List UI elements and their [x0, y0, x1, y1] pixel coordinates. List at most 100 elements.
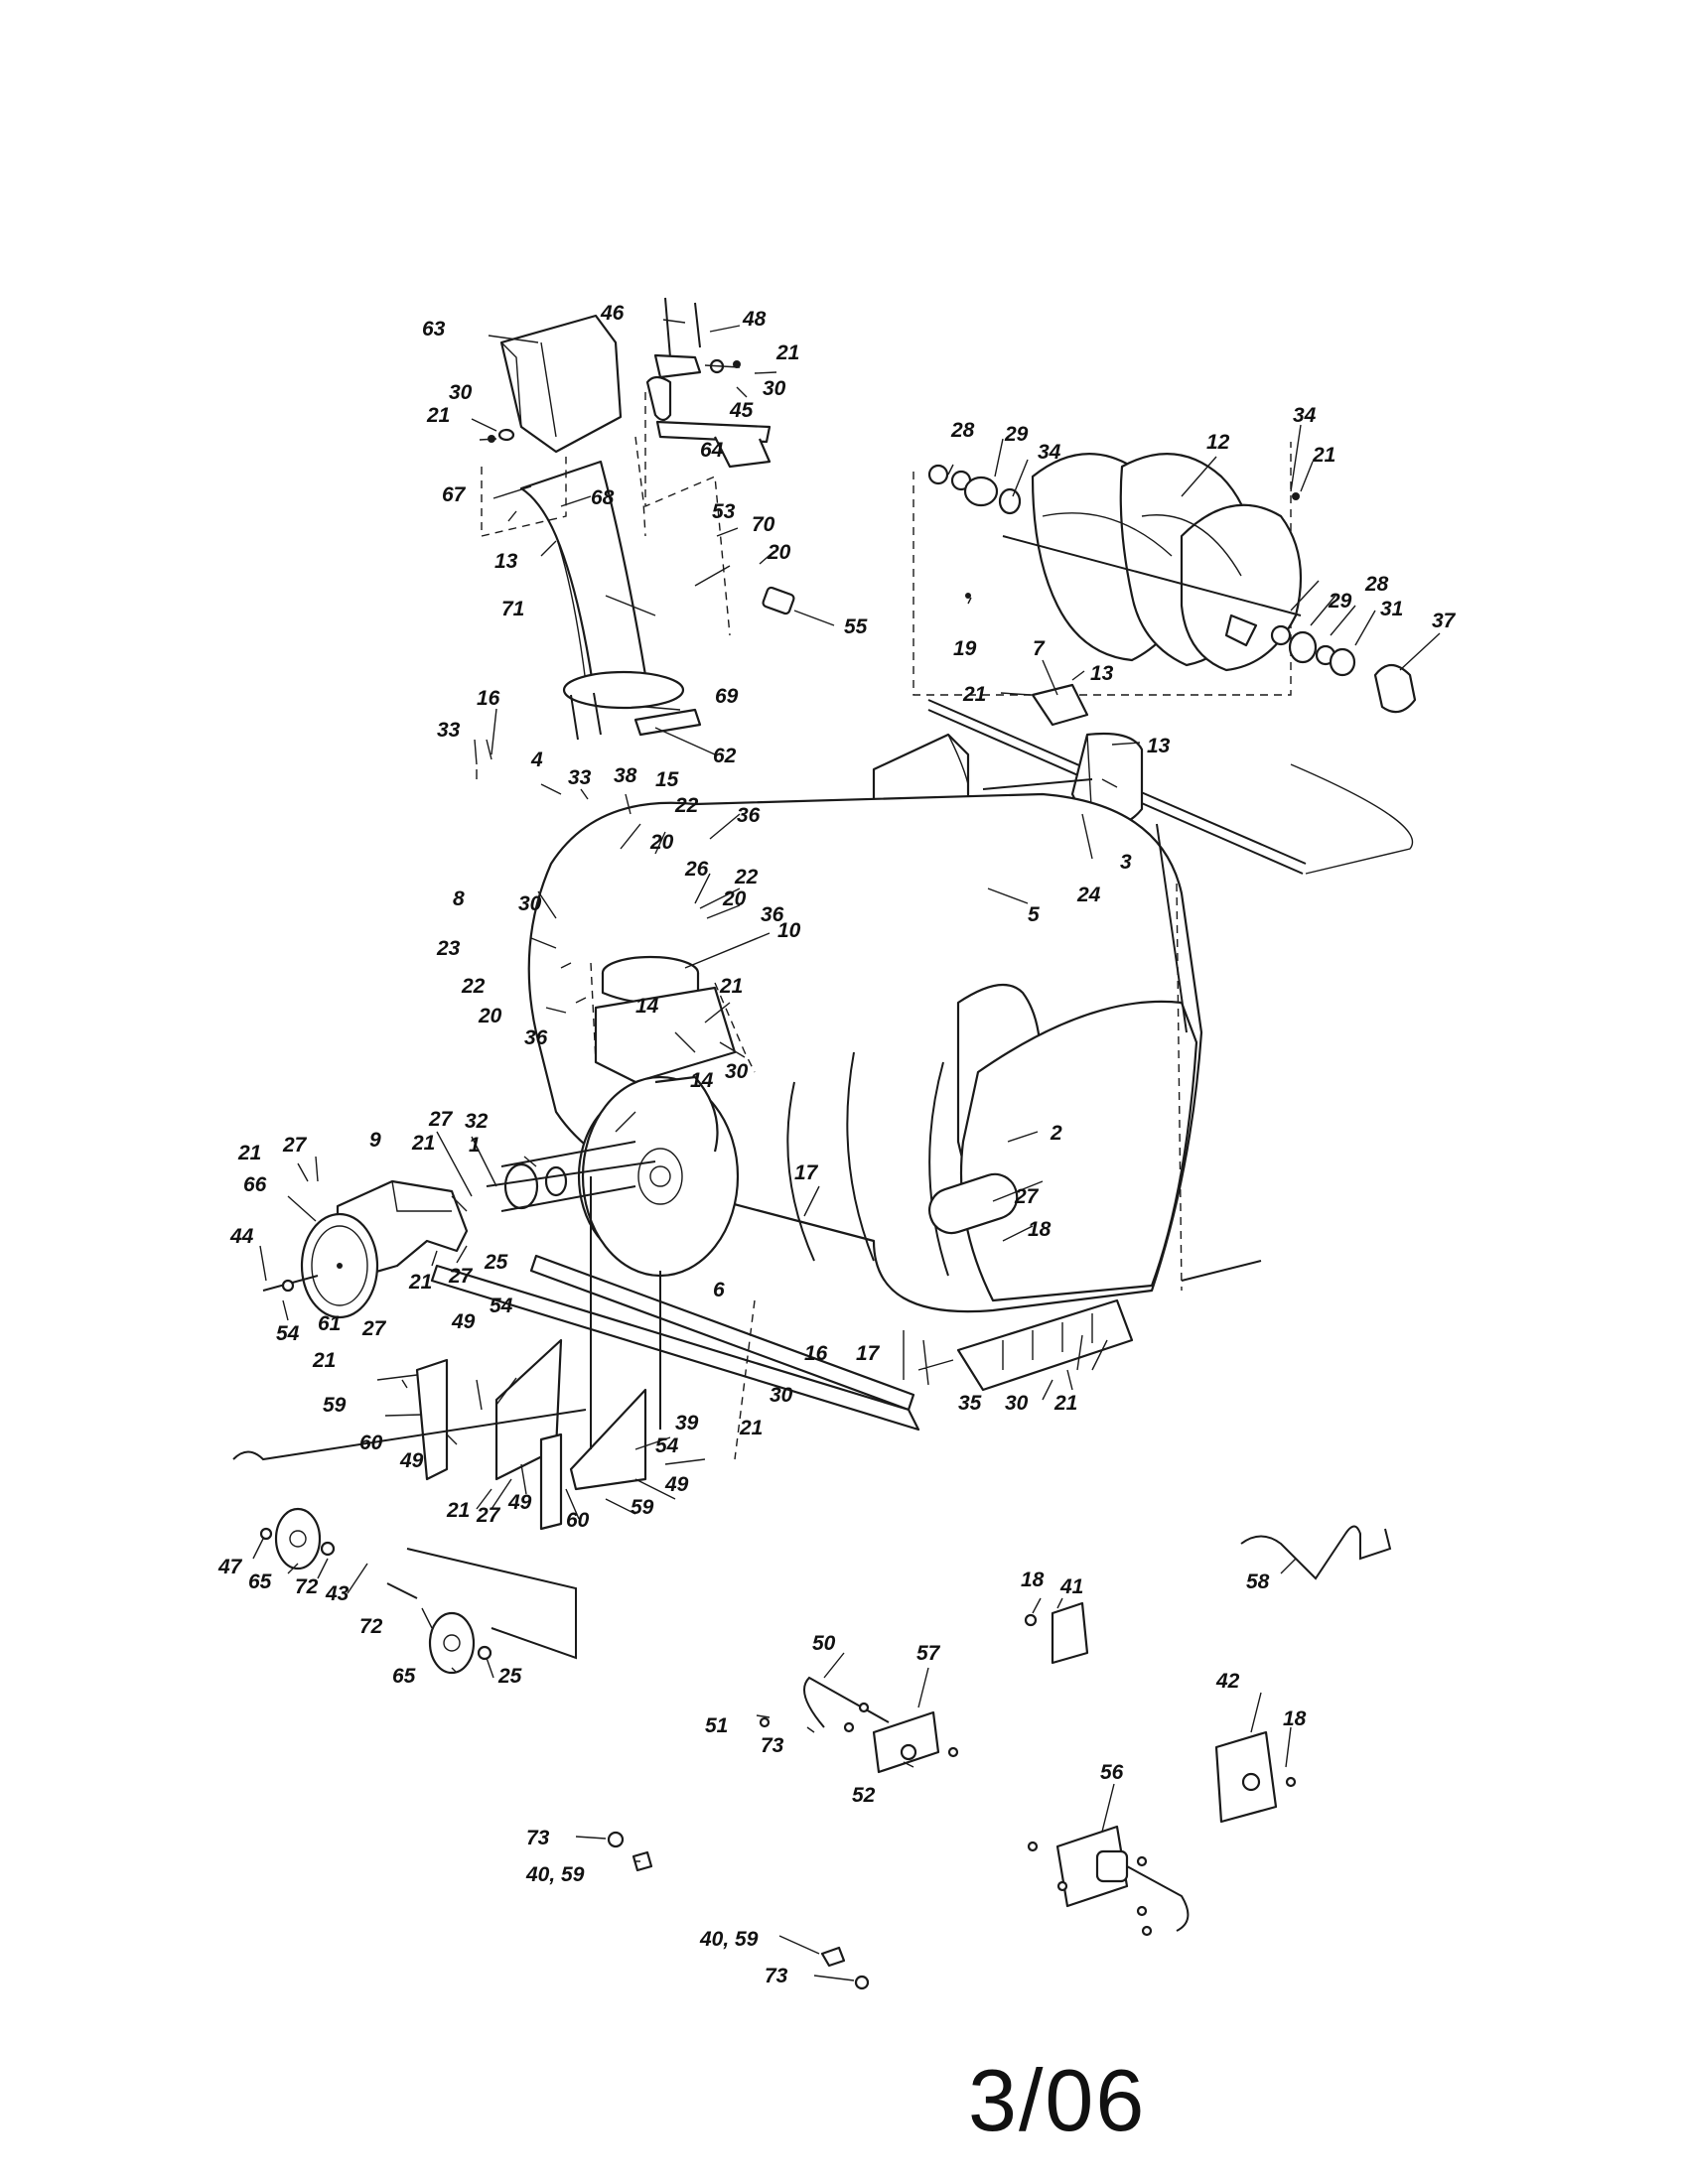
callout-48: 48 [742, 308, 767, 331]
callout-17: 17 [794, 1161, 819, 1184]
callout-62: 62 [713, 745, 737, 767]
callout-16: 16 [477, 687, 500, 710]
callout-60: 60 [359, 1432, 383, 1454]
page-code: 3/06 [968, 2051, 1147, 2149]
callout-43: 43 [325, 1582, 350, 1605]
callout-34: 34 [1293, 404, 1317, 427]
callout-30: 30 [518, 892, 542, 915]
callout-21: 21 [739, 1417, 763, 1439]
callout-33: 33 [568, 766, 592, 789]
callout-32: 32 [465, 1110, 489, 1133]
callout-67: 67 [442, 483, 467, 506]
callout-50: 50 [812, 1632, 836, 1655]
callout-42: 42 [1215, 1670, 1240, 1693]
callout-69: 69 [715, 685, 739, 708]
callout-24: 24 [1076, 884, 1101, 906]
callout-49: 49 [507, 1491, 532, 1514]
callout-18: 18 [1021, 1569, 1045, 1591]
callout-27: 27 [448, 1265, 474, 1288]
callout-29: 29 [1004, 423, 1029, 446]
chute-deflector [499, 314, 623, 454]
callout-35: 35 [958, 1392, 982, 1415]
callout-68: 68 [591, 486, 615, 509]
callout-20: 20 [649, 831, 674, 854]
callout-18: 18 [1283, 1707, 1307, 1730]
callout-73: 73 [761, 1734, 784, 1757]
callout-20: 20 [478, 1005, 502, 1027]
callout-17: 17 [856, 1342, 881, 1365]
callout-41: 41 [1059, 1575, 1083, 1598]
bracket-41 [1024, 1601, 1089, 1665]
callout-27: 27 [1014, 1185, 1040, 1208]
callout-21: 21 [1053, 1392, 1077, 1415]
leader-lines [252, 319, 1441, 1981]
callout-30: 30 [1005, 1392, 1029, 1415]
callout-36: 36 [737, 804, 761, 827]
callout-73: 73 [526, 1827, 550, 1849]
callout-49: 49 [664, 1473, 689, 1496]
callout-72: 72 [359, 1615, 383, 1638]
callout-56: 56 [1100, 1761, 1124, 1784]
callout-2: 2 [1050, 1122, 1062, 1145]
callout-8: 8 [453, 887, 465, 910]
callout-21: 21 [411, 1132, 435, 1155]
callout-27: 27 [282, 1134, 308, 1157]
callout-28: 28 [950, 419, 975, 442]
callout-60: 60 [566, 1509, 590, 1532]
callout-14: 14 [635, 995, 659, 1018]
callout-53: 53 [712, 500, 736, 523]
callout-6: 6 [713, 1279, 725, 1301]
callout-58: 58 [1246, 1570, 1270, 1593]
callout-59: 59 [323, 1394, 347, 1417]
callout-27: 27 [476, 1504, 501, 1527]
callout-54: 54 [490, 1295, 513, 1317]
callout-55: 55 [844, 615, 868, 638]
callout-29: 29 [1328, 590, 1352, 613]
callout-21: 21 [446, 1499, 470, 1522]
callout-26: 26 [684, 858, 709, 881]
skid-shoe-bar [430, 1254, 1134, 1432]
callout-40-59: 40, 59 [525, 1863, 585, 1886]
callout-22: 22 [461, 975, 486, 998]
chute-crank-rod [1240, 1525, 1392, 1580]
drive-pulley [262, 1212, 379, 1319]
callout-1: 1 [469, 1134, 481, 1157]
callout-61: 61 [318, 1312, 341, 1335]
callout-51: 51 [705, 1714, 728, 1737]
callout-3: 3 [1120, 851, 1132, 874]
callout-18: 18 [1028, 1218, 1052, 1241]
callout-13: 13 [1090, 662, 1114, 685]
callout-15: 15 [655, 768, 679, 791]
callout-40-59: 40, 59 [699, 1928, 759, 1951]
callout-14: 14 [690, 1069, 714, 1092]
callout-31: 31 [1380, 598, 1403, 620]
callout-72: 72 [295, 1575, 319, 1598]
bracket-56 [1027, 1825, 1190, 1937]
callout-49: 49 [399, 1449, 424, 1472]
callout-30: 30 [763, 377, 786, 400]
callout-13: 13 [494, 550, 518, 573]
callout-23: 23 [436, 937, 461, 960]
callout-37: 37 [1432, 610, 1457, 632]
idler-pulleys [232, 1409, 587, 1675]
callout-21: 21 [426, 404, 450, 427]
callout-59: 59 [631, 1496, 654, 1519]
callout-21: 21 [408, 1271, 432, 1294]
callout-25: 25 [484, 1251, 508, 1274]
callout-21: 21 [1312, 444, 1335, 467]
chute-base-ring [590, 955, 756, 1084]
callout-38: 38 [614, 764, 637, 787]
chute-tube [519, 460, 685, 741]
callout-63: 63 [422, 318, 446, 341]
callout-20: 20 [722, 887, 747, 910]
callout-47: 47 [217, 1556, 243, 1578]
callout-54: 54 [276, 1322, 300, 1345]
callout-39: 39 [675, 1412, 699, 1434]
callout-46: 46 [600, 302, 625, 325]
callout-52: 52 [852, 1784, 876, 1807]
callout-19: 19 [953, 637, 977, 660]
side-plates [415, 1176, 756, 1531]
callout-21: 21 [962, 683, 986, 706]
callout-64: 64 [700, 439, 724, 462]
